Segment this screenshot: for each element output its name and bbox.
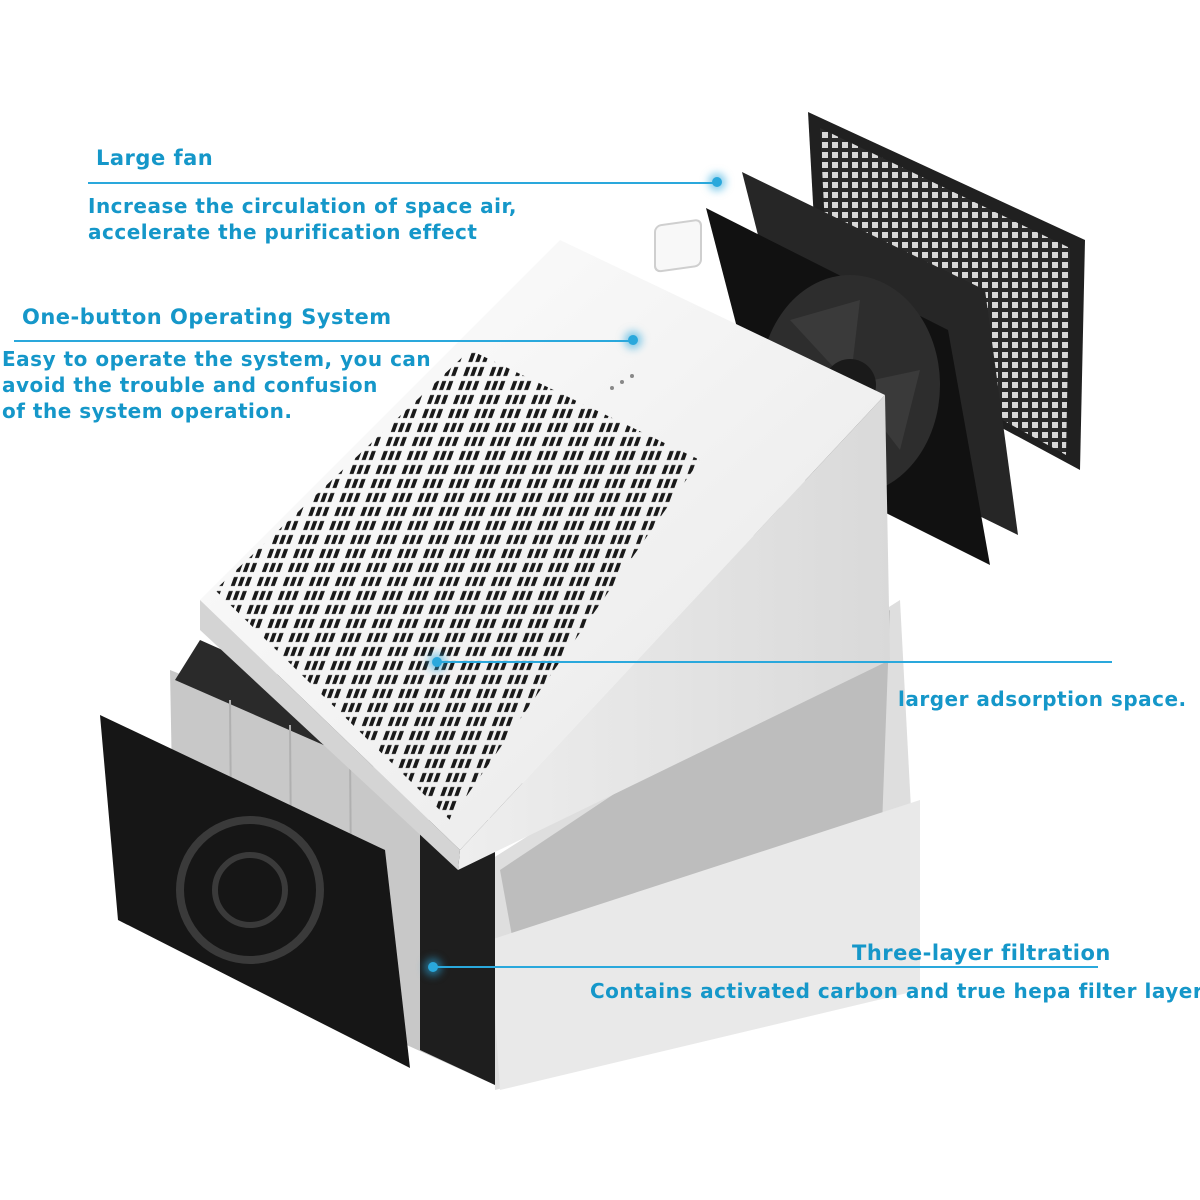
large-fan-title: Large fan (96, 146, 214, 170)
adsorption-leader-line (440, 661, 1112, 663)
large-fan-desc-1: Increase the circulation of space air, (88, 194, 517, 218)
one-button-desc-3: of the system operation. (2, 399, 293, 423)
filtration-marker (428, 962, 438, 972)
adsorption-title: larger adsorption space. (898, 687, 1187, 711)
one-button-leader-line (14, 340, 632, 342)
filtration-title: Three-layer filtration (852, 941, 1111, 965)
filtration-desc-1: Contains activated carbon and true hepa … (590, 979, 1200, 1003)
one-button-desc-1: Easy to operate the system, you can (2, 347, 432, 371)
main-body (200, 219, 890, 870)
large-fan-desc-2: accelerate the purification effect (88, 220, 478, 244)
filtration-leader-line (436, 966, 1098, 968)
front-panel (100, 715, 410, 1068)
power-button (654, 219, 702, 273)
adsorption-marker (432, 657, 442, 667)
one-button-title: One-button Operating System (22, 305, 392, 329)
one-button-marker (628, 335, 638, 345)
large-fan-marker (712, 177, 722, 187)
large-fan-leader-line (88, 182, 718, 184)
one-button-desc-2: avoid the trouble and confusion (2, 373, 378, 397)
